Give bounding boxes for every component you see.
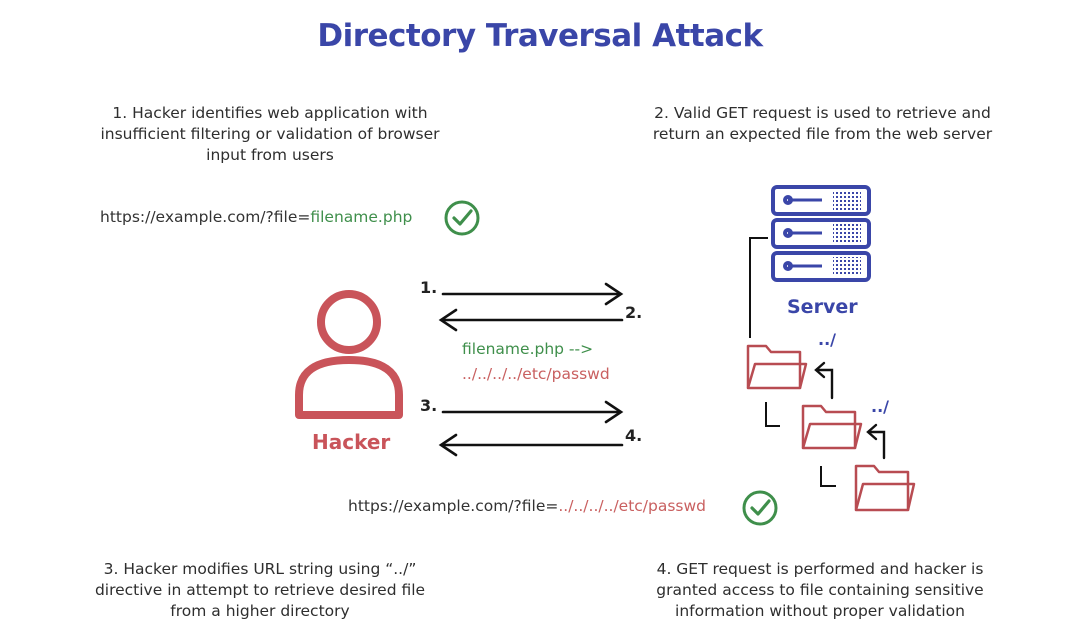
url-param: ../../../../etc/passwd: [558, 497, 707, 515]
step-1-line: insufficient filtering or validation of …: [100, 125, 440, 143]
url-base: https://example.com/?file=: [100, 208, 311, 226]
step-2-line: return an expected file from the web ser…: [652, 125, 993, 143]
check-icon: [444, 200, 480, 236]
check-icon: [742, 490, 778, 526]
hacker-label: Hacker: [312, 430, 391, 454]
server-vent-dots: [833, 191, 861, 276]
folder-icon: [854, 464, 916, 512]
arrow-label-4: 4.: [625, 426, 643, 445]
step-3-line: from a higher directory: [170, 602, 350, 620]
server-icon: [771, 185, 871, 282]
step-3-line: 3. Hacker modifies URL string using “../…: [103, 560, 417, 578]
valid-url: https://example.com/?file=filename.php: [100, 208, 412, 226]
request-arrow-3: [441, 400, 624, 424]
response-arrow-2: [438, 308, 624, 332]
step-1-line: input from users: [206, 146, 334, 164]
page-title: Directory Traversal Attack: [317, 18, 763, 54]
step-4-line: granted access to file containing sensit…: [656, 581, 984, 599]
response-arrow-4: [438, 433, 624, 457]
server-label: Server: [787, 296, 858, 318]
traversal-path-text: ../../../../etc/passwd: [462, 365, 610, 383]
step-1-line: 1. Hacker identifies web application wit…: [112, 104, 428, 122]
user-icon: [295, 290, 403, 419]
filename-redirect-text: filename.php -->: [462, 340, 594, 358]
step-3-line: directive in attempt to retrieve desired…: [94, 581, 426, 599]
request-arrow-1: [441, 282, 624, 306]
step-2-line: 2. Valid GET request is used to retrieve…: [654, 104, 991, 122]
arrow-label-2: 2.: [625, 303, 643, 322]
step-4-description: 4. GET request is performed and hacker i…: [610, 559, 1030, 622]
step-1-description: 1. Hacker identifies web application wit…: [60, 103, 480, 166]
parent-directory-label: ../: [871, 397, 889, 416]
step-3-description: 3. Hacker modifies URL string using “../…: [55, 559, 465, 622]
up-arrow-icon: [814, 361, 834, 400]
folder-icon: [746, 344, 808, 390]
url-param: filename.php: [310, 208, 413, 226]
arrow-label-3: 3.: [420, 396, 438, 415]
step-4-line: information without proper validation: [675, 602, 965, 620]
arrow-label-1: 1.: [420, 278, 438, 297]
url-base: https://example.com/?file=: [348, 497, 559, 515]
parent-directory-label: ../: [818, 330, 836, 349]
up-arrow-icon: [866, 423, 886, 460]
step-4-line: 4. GET request is performed and hacker i…: [656, 560, 984, 578]
folder-icon: [801, 404, 863, 450]
tree-connector: [749, 237, 836, 487]
malicious-url: https://example.com/?file=../../../../et…: [348, 497, 706, 515]
step-2-description: 2. Valid GET request is used to retrieve…: [600, 103, 1045, 145]
